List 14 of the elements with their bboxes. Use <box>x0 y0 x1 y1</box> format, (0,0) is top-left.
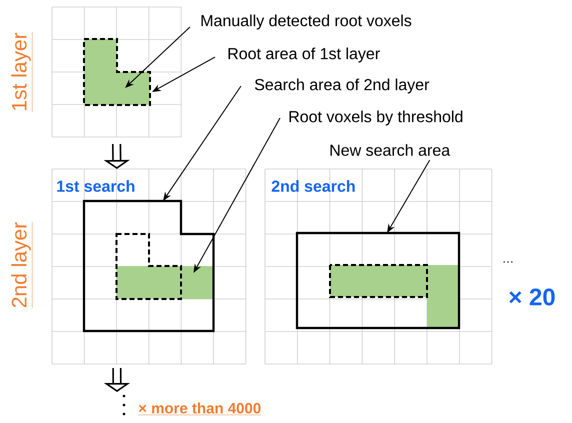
callout-text: Root voxels by threshold <box>290 110 462 126</box>
layer-label: 1st layer <box>11 32 32 112</box>
callout-text: New search area <box>330 144 450 156</box>
callout-text: Search area of 2nd layer <box>254 78 430 94</box>
search-area-outline <box>296 232 460 330</box>
repeat-count: × more than 4000 <box>138 402 262 416</box>
callout-text: Manually detected root voxels <box>202 14 412 30</box>
root-area <box>83 38 151 106</box>
layer-label: 2nd layer <box>11 222 32 308</box>
callout-text: Root area of 1st layer <box>228 48 380 62</box>
root-voxels <box>116 266 214 299</box>
ellipsis-text: … <box>504 261 512 263</box>
search-area-outline <box>82 200 215 332</box>
repeat-count: × 20 <box>509 288 555 306</box>
